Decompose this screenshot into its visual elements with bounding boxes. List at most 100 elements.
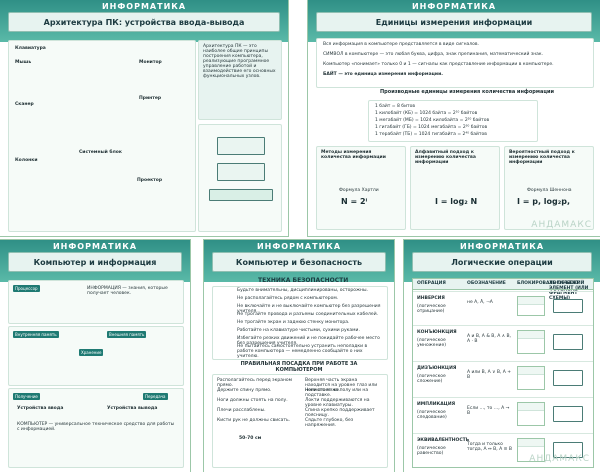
approach-3-formula-label: Формула Шеннона (527, 188, 572, 193)
diagram-bus (209, 189, 273, 201)
col-truth-table: БЛОКИРОВАТЬ ОБЪЕКТ (517, 281, 579, 286)
approach-3-title: Вероятностный подход к измерению количес… (509, 150, 575, 165)
intro-line-3: Компьютер «понимает» только 0 и 1 — сигн… (323, 62, 554, 67)
poster-architecture: ИНФОРМАТИКА Архитектура ПК: устройства в… (0, 0, 288, 236)
poster-banner: ИНФОРМАТИКА (256, 241, 342, 251)
truth-table (517, 330, 545, 354)
posture-right-1: Верхняя часть экрана находится на уровне… (305, 378, 378, 393)
approach-1-formula-label: Формула Хартли (339, 188, 379, 193)
op-sub: (логическое следование) (417, 410, 447, 420)
label-mouse: Мышь (15, 60, 32, 65)
label-monitor: Монитор (139, 60, 162, 65)
label-receive: Получение (13, 393, 40, 400)
logic-row-inversion: ИНВЕРСИЯ (логическое отрицание) не А, Ā,… (413, 291, 593, 320)
units-list: 1 байт = 8 битов 1 килобайт (КБ) = 1024 … (368, 100, 538, 142)
safety-item-3: Не включайте и не выключайте компьютер б… (237, 304, 381, 314)
posture-left-1: Располагайтесь перед экраном прямо. (217, 378, 293, 388)
label-transfer: Передача (143, 393, 168, 400)
io-block: Получение Передача Устройства ввода Устр… (8, 388, 184, 468)
truth-table (517, 402, 545, 426)
approach-3: Вероятностный подход к измерению количес… (504, 146, 594, 230)
gate-symbol (553, 334, 583, 350)
op-name: ДИЗЪЮНКЦИЯ (417, 366, 457, 371)
posture-left-2: Держите спину прямо. (217, 388, 272, 393)
safety-item-5: Не трогайте экран и заднюю стенку монито… (237, 320, 350, 325)
safety-title: ТЕХНИКА БЕЗОПАСНОСТИ (258, 277, 349, 284)
diagram-cpu (217, 137, 265, 155)
gate-symbol (553, 406, 583, 422)
label-scanner: Сканер (15, 102, 34, 107)
posture-right-3: Локти поддерживаются на уровне клавиатур… (305, 398, 370, 408)
processor-block: Процессор ИНФОРМАЦИЯ — знания, которые п… (8, 280, 184, 324)
gate-symbol (553, 299, 583, 313)
posture-right-2: Ноги стоят на полу или на подставке. (305, 388, 369, 398)
logic-row-equivalence: ЭКВИВАЛЕНТНОСТЬ (логическое равенство) Т… (413, 433, 593, 462)
diagram-memory (217, 163, 265, 181)
posture-title: ПРАВИЛЬНАЯ ПОСАДКА ПРИ РАБОТЕ ЗА КОМПЬЮТ… (240, 361, 358, 373)
gate-symbol (553, 370, 583, 386)
truth-table (517, 438, 545, 462)
safety-item-8: Не пытайтесь самостоятельно устранить не… (237, 344, 368, 359)
logic-row-disjunction: ДИЗЪЮНКЦИЯ (логическое сложение) А или B… (413, 361, 593, 390)
op-notation: Тогда и только тогда, A ↔ B, A ≡ B (467, 442, 512, 452)
logic-row-implication: ИМПЛИКАЦИЯ (логическое следование) Если … (413, 397, 593, 426)
truth-table (517, 366, 545, 390)
unit-line-5: 1 терабайт (ТБ) = 1024 гигабайта = 2⁴⁰ б… (375, 132, 487, 137)
label-internal-memory: Внутренняя память (13, 331, 59, 338)
safety-item-4: Не трогайте провода и разъемы соединител… (237, 312, 379, 317)
label-projector: Проектор (137, 178, 163, 183)
approach-1-title: Методы измерения количества информации (321, 150, 386, 160)
poster-title: Архитектура ПК: устройства ввода-вывода (8, 12, 280, 32)
logic-row-conjunction: КОНЪЮНКЦИЯ (логическое умножение) А и B,… (413, 325, 593, 354)
memory-block: Внутренняя память Внешняя память Хранени… (8, 326, 184, 386)
poster-safety: ИНФОРМАТИКА Компьютер и безопасность ТЕХ… (204, 240, 394, 472)
label-keyboard: Клавиатура (15, 46, 46, 51)
col-notation: ОБОЗНАЧЕНИЕ (467, 281, 506, 286)
op-notation: А или B, A ∨ B, A + B (467, 370, 512, 380)
op-name: ИНВЕРСИЯ (417, 296, 445, 301)
watermark: АНДАМАКС (529, 454, 590, 464)
side-description-text: Архитектура ПК — это наиболее общие прин… (203, 44, 276, 79)
safety-item-7: Избегайте резких движений и не покидайте… (237, 336, 380, 346)
intro-line-4: БАЙТ — это единица измерения информации. (323, 72, 443, 77)
op-name: ИМПЛИКАЦИЯ (417, 402, 456, 407)
device-image-area: Клавиатура Мышь Монитор Принтер Сканер К… (8, 40, 196, 232)
side-description: Архитектура ПК — это наиболее общие прин… (198, 40, 282, 120)
poster-banner: ИНФОРМАТИКА (52, 241, 138, 251)
poster-logic: ИНФОРМАТИКА Логические операции ОПЕРАЦИЯ… (404, 240, 600, 472)
posture-left-4: Плечи расслаблены. (217, 408, 266, 413)
intro-block: Вся информация в компьютере представляет… (316, 38, 594, 88)
label-speakers: Колонки (15, 158, 38, 163)
label-printer: Принтер (139, 96, 162, 101)
unit-line-2: 1 килобайт (КБ) = 1024 байта = 2¹⁰ байто… (375, 111, 478, 116)
posture-left-5: Кисти рук не должны свисать. (217, 418, 291, 423)
posture-block: Располагайтесь перед экраном прямо. Держ… (212, 374, 388, 468)
logic-table: ОПЕРАЦИЯ ОБОЗНАЧЕНИЕ БЛОКИРОВАТЬ ОБЪЕКТ … (412, 278, 594, 468)
units-title: Производные единицы измерения количества… (380, 89, 555, 95)
note-computer: КОМПЬЮТЕР — универсальное техническое ср… (17, 422, 175, 432)
op-sub: (логическое умножение) (417, 338, 446, 348)
op-name: ЭКВИВАЛЕНТНОСТЬ (417, 438, 470, 443)
unit-line-3: 1 мегабайт (МБ) = 1024 килобайта = 2²⁰ б… (375, 118, 490, 123)
col-gate: ЛОГИЧЕСКИЙ ЭЛЕМЕНТ (ИЛИ ФРАГМЕНТ СХЕМЫ) (549, 281, 589, 301)
poster-title: Единицы измерения информации (316, 12, 592, 32)
poster-computer-info: ИНФОРМАТИКА Компьютер и информация Проце… (0, 240, 190, 472)
op-notation: не А, Ā, ¬A (467, 300, 493, 305)
label-output-devices: Устройства вывода (107, 406, 158, 411)
approach-2-title: Алфавитный подход к измерению количества… (415, 150, 476, 165)
op-notation: А и B, A & B, A ∧ B, A · B (467, 334, 511, 344)
op-sub: (логическое отрицание) (417, 304, 446, 314)
intro-line-1: Вся информация в компьютере представляет… (323, 42, 479, 47)
unit-line-4: 1 гигабайт (ГБ) = 1024 мегабайта = 2³⁰ б… (375, 125, 488, 130)
posture-left-3: Ноги должны стоять на полу. (217, 398, 288, 403)
safety-item-2: Не располагайтесь рядом с компьютером. (237, 296, 339, 301)
op-sub: (логическое сложение) (417, 374, 446, 384)
unit-line-1: 1 байт = 8 битов (375, 104, 416, 109)
approach-1: Методы измерения количества информации Ф… (316, 146, 406, 230)
logic-table-header: ОПЕРАЦИЯ ОБОЗНАЧЕНИЕ БЛОКИРОВАТЬ ОБЪЕКТ … (413, 279, 593, 301)
op-notation: Если …, то …, A → B (467, 406, 510, 416)
approach-2-formula: I = log₂ N (435, 197, 478, 206)
col-operation: ОПЕРАЦИЯ (417, 281, 446, 286)
label-storage: Хранение (79, 349, 104, 356)
label-external-memory: Внешняя память (107, 331, 147, 338)
